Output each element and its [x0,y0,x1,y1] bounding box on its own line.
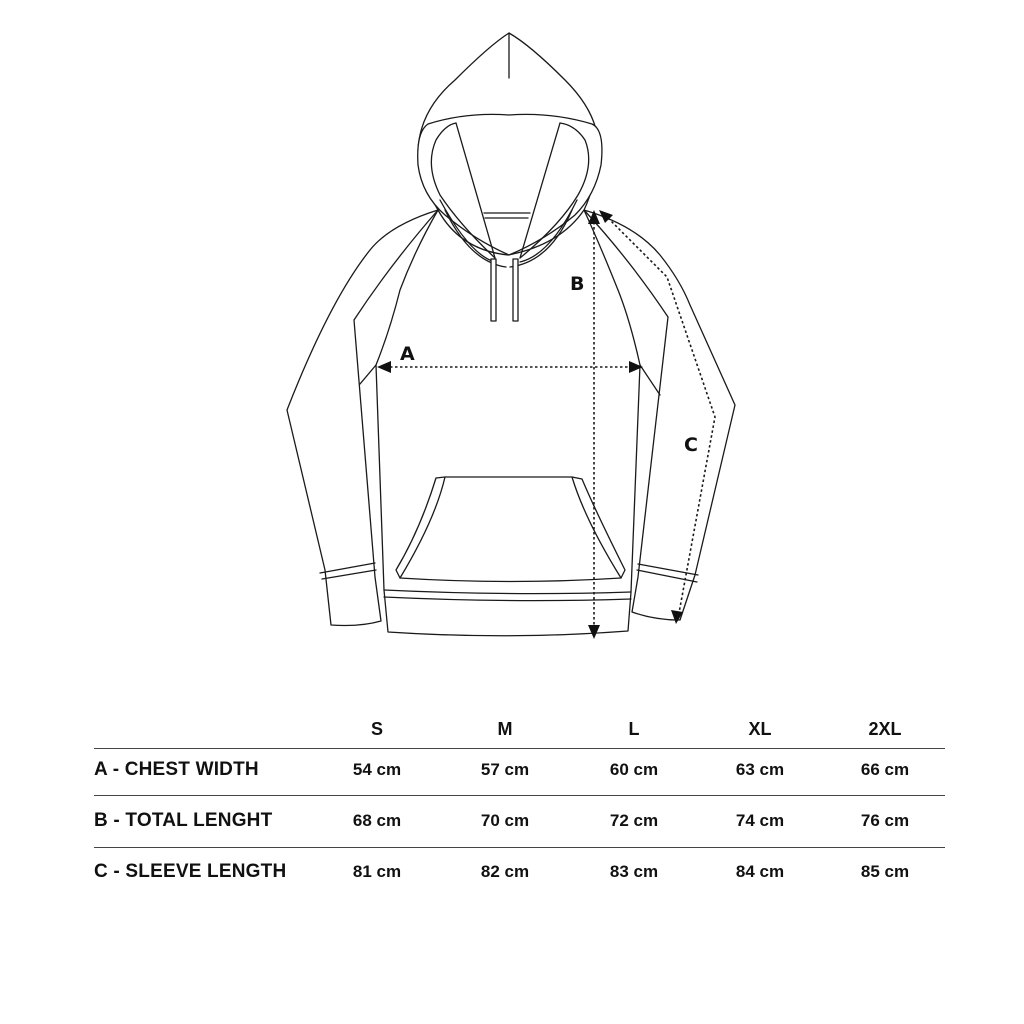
hood [417,32,603,268]
table-divider [94,748,945,749]
dimension-label-c: C [684,434,698,456]
table-divider [94,795,945,796]
arrow-left-icon [377,361,391,373]
table-divider [94,847,945,848]
arrow-down-icon [671,610,683,624]
cell-chest-xl: 63 cm [735,760,785,779]
cell-sleeve-s: 81 cm [352,862,402,881]
cell-sleeve-l: 83 cm [609,862,659,881]
dimension-a-chest: A [377,343,643,373]
column-header-m: M [497,719,513,739]
row-label-total-length: B - TOTAL LENGHT [94,810,273,831]
arrow-up-left-icon [599,210,613,223]
arrow-down-icon [588,625,600,639]
arrow-up-icon [588,210,600,224]
cell-length-l: 72 cm [609,811,659,830]
row-label-chest-width: A - CHEST WIDTH [94,759,259,780]
column-header-s: S [370,719,384,739]
cell-chest-s: 54 cm [352,760,402,779]
column-header-xl: XL [748,719,772,739]
hoodie-diagram: A B C [286,32,736,639]
column-header-2xl: 2XL [868,719,902,739]
hoodie-sketch: A B C [286,32,736,639]
cell-chest-m: 57 cm [480,760,530,779]
left-sleeve [286,209,439,627]
drawstrings [490,258,519,322]
dimension-c-sleeve: C [599,210,716,624]
cell-length-xl: 74 cm [735,811,785,830]
cell-length-m: 70 cm [480,811,530,830]
column-header-l: L [628,719,640,739]
dimension-label-b: B [570,273,584,295]
cell-length-2xl: 76 cm [860,811,910,830]
cell-length-s: 68 cm [352,811,402,830]
row-label-sleeve-length: C - SLEEVE LENGTH [94,861,287,882]
cell-chest-l: 60 cm [609,760,659,779]
arrow-right-icon [629,361,643,373]
cell-sleeve-2xl: 85 cm [860,862,910,881]
right-sleeve [583,209,736,621]
cell-chest-2xl: 66 cm [860,760,910,779]
cell-sleeve-xl: 84 cm [735,862,785,881]
cell-sleeve-m: 82 cm [480,862,530,881]
dimension-label-a: A [400,343,415,365]
dimension-b-length: B [570,210,600,639]
hoodie-body [359,209,661,637]
